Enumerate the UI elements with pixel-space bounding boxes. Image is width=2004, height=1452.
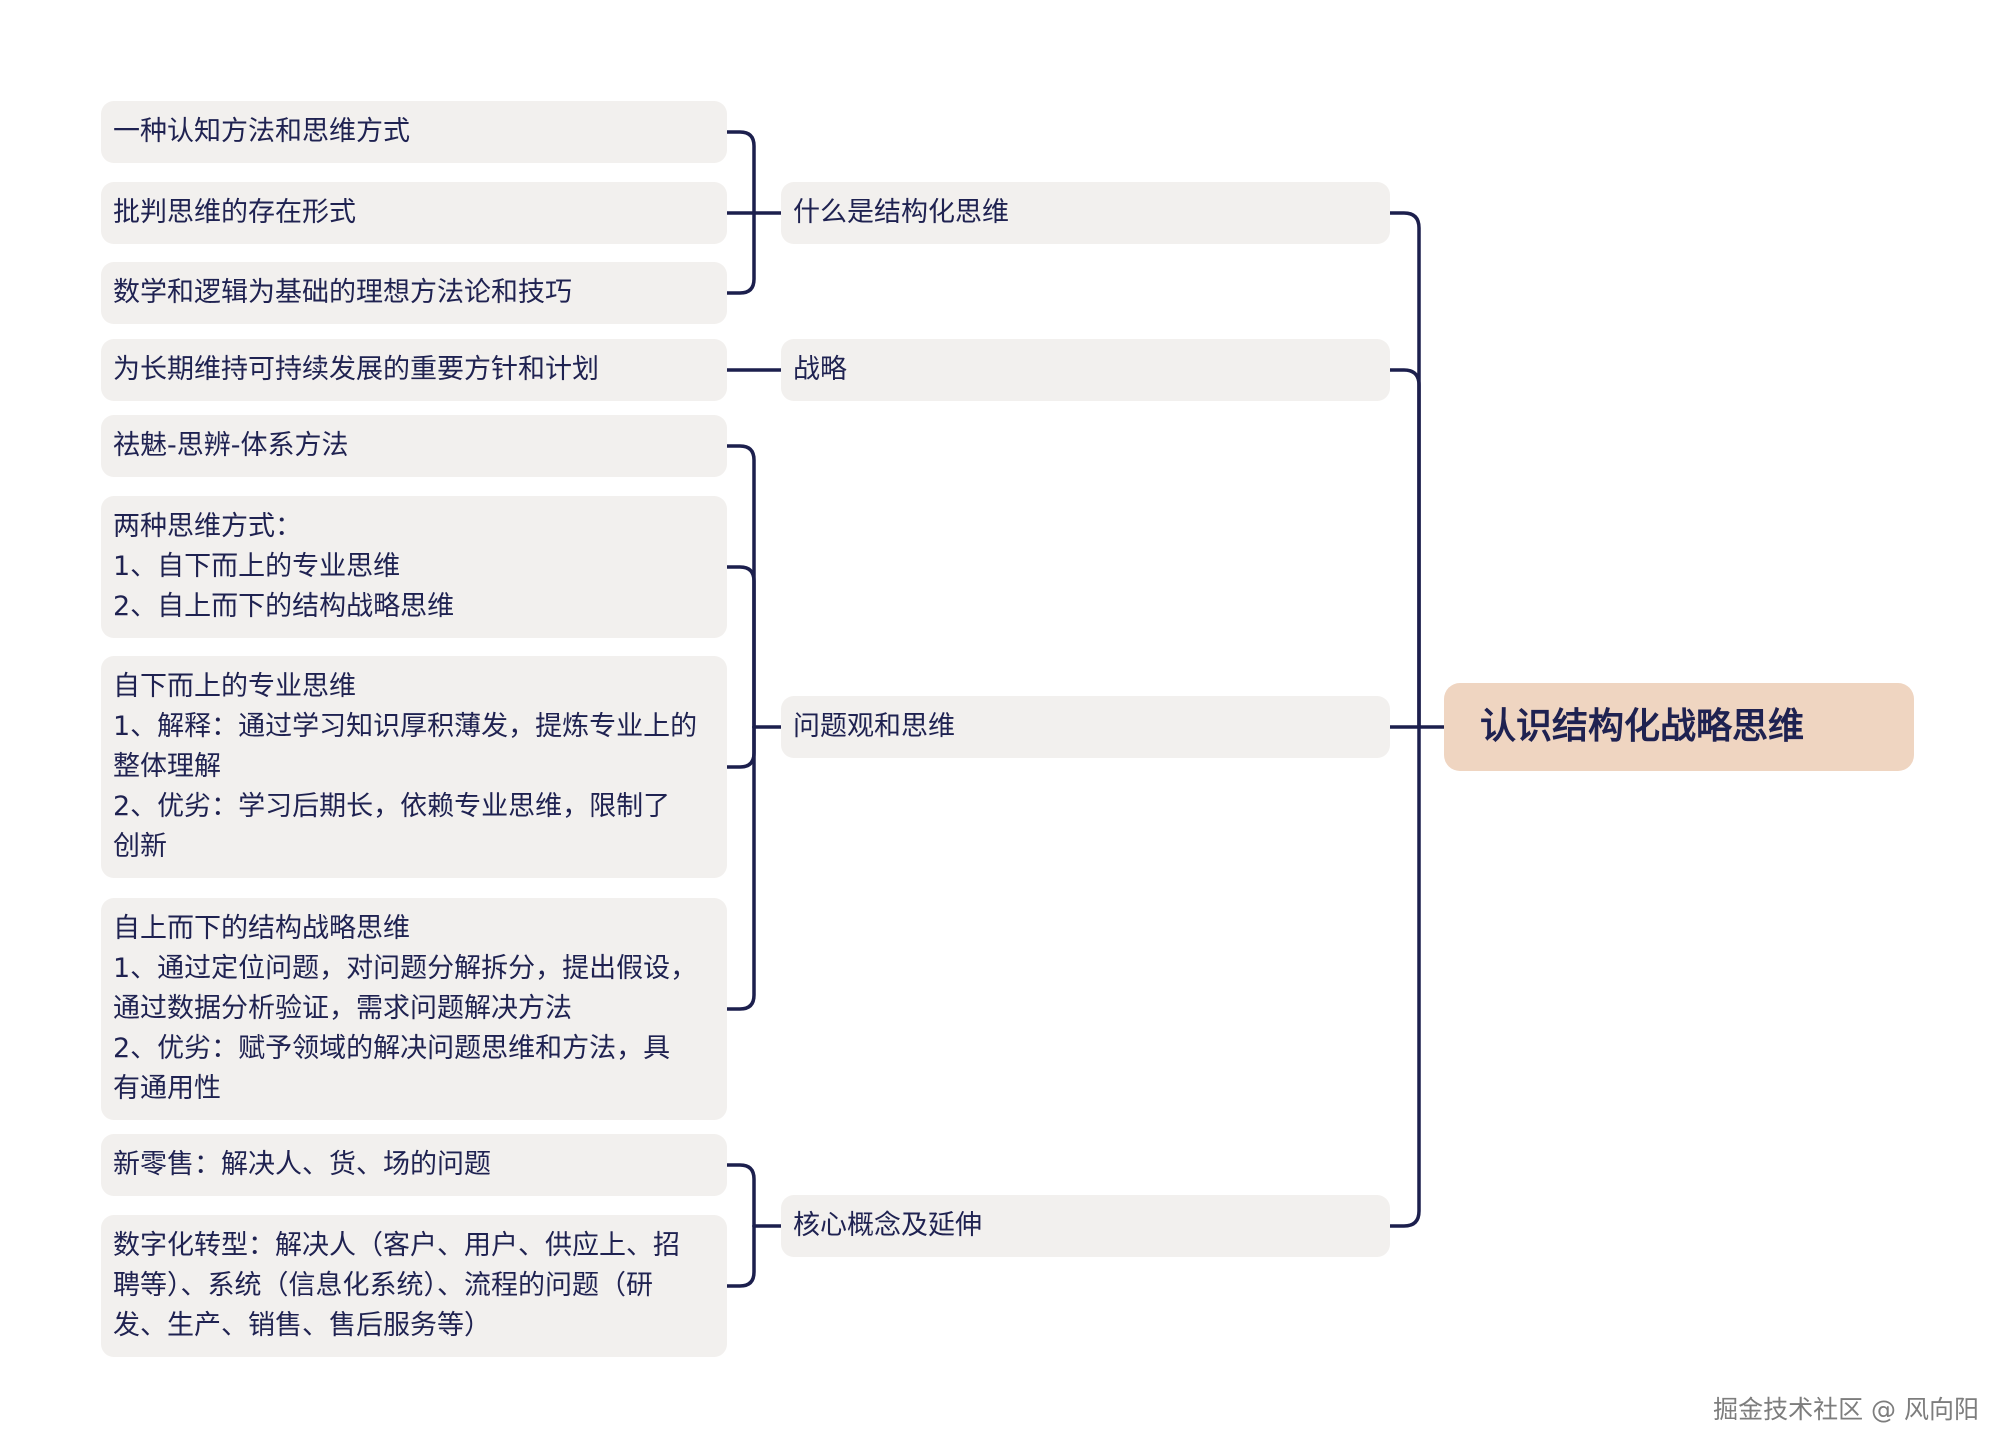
connector-root-to-branch-3 — [1388, 725, 1421, 1228]
leaf-text-line: 1、通过定位问题，对问题分解拆分，提出假设， — [113, 953, 698, 984]
leaf-node: 新零售：解决人、货、场的问题 — [101, 1134, 727, 1196]
leaf-text-line: 数字化转型：解决人（客户、用户、供应上、招 — [113, 1230, 680, 1261]
connector-branch-0-leaf-2 — [725, 211, 756, 295]
leaf-text-line: 通过数据分析验证，需求问题解决方法 — [113, 993, 572, 1024]
branch-label: 什么是结构化思维 — [793, 197, 1009, 228]
leaf-text-line: 创新 — [113, 831, 167, 862]
connector-branch-0-leaf-0 — [725, 130, 756, 215]
leaf-text-line: 发、生产、销售、售后服务等） — [113, 1310, 491, 1341]
leaf-text-line: 有通用性 — [113, 1073, 221, 1104]
leaf-text-line: 整体理解 — [113, 751, 221, 782]
connector-branch-2-leaf-2 — [725, 725, 756, 769]
leaf-text-line: 两种思维方式： — [113, 511, 302, 542]
branch-node-strategy: 战略 — [781, 339, 1390, 401]
leaf-text-line: 2、自上而下的结构战略思维 — [113, 591, 455, 622]
leaf-node: 数字化转型：解决人（客户、用户、供应上、招 聘等）、系统（信息化系统）、流程的问… — [101, 1215, 727, 1357]
branch-node-core-concepts: 核心概念及延伸 — [781, 1195, 1390, 1257]
leaf-node: 数学和逻辑为基础的理想方法论和技巧 — [101, 262, 727, 324]
root-node: 认识结构化战略思维 — [1444, 683, 1914, 771]
connector-branch-2-leaf-1 — [725, 565, 756, 729]
leaf-text-line: 自下而上的专业思维 — [113, 671, 356, 702]
leaf-node: 自上而下的结构战略思维 1、通过定位问题，对问题分解拆分，提出假设， 通过数据分… — [101, 898, 727, 1120]
root-title: 认识结构化战略思维 — [1480, 706, 1805, 747]
leaf-text-line: 新零售：解决人、货、场的问题 — [113, 1149, 491, 1180]
branch-label: 问题观和思维 — [793, 711, 955, 742]
leaf-text-line: 批判思维的存在形式 — [113, 197, 356, 228]
leaf-text-line: 聘等）、系统（信息化系统）、流程的问题（研 — [113, 1270, 653, 1301]
connector-branch-2-leaf-0 — [725, 444, 756, 729]
leaf-text-line: 1、解释：通过学习知识厚积薄发，提炼专业上的 — [113, 711, 698, 742]
leaf-text-line: 祛魅-思辨-体系方法 — [113, 430, 349, 461]
leaf-text-line: 2、优劣：学习后期长，依赖专业思维，限制了 — [113, 791, 671, 822]
branch-label: 战略 — [793, 354, 847, 385]
branch-node-problem-view-and-thinking: 问题观和思维 — [781, 696, 1390, 758]
leaf-text-line: 数学和逻辑为基础的理想方法论和技巧 — [113, 277, 572, 308]
leaf-text-line: 2、优劣：赋予领域的解决问题思维和方法，具 — [113, 1033, 671, 1064]
connector-branch-3-leaf-0 — [725, 1163, 756, 1228]
watermark: 掘金技术社区 @ 风向阳 — [1713, 1395, 1979, 1424]
branch-node-what-is-structured-thinking: 什么是结构化思维 — [781, 182, 1390, 244]
connector-branch-2-leaf-3 — [725, 725, 756, 1011]
connector-root-to-branch-1 — [1388, 368, 1421, 729]
leaf-node: 祛魅-思辨-体系方法 — [101, 415, 727, 477]
leaf-node: 两种思维方式： 1、自下而上的专业思维 2、自上而下的结构战略思维 — [101, 496, 727, 638]
leaf-node: 一种认知方法和思维方式 — [101, 101, 727, 163]
leaf-text-line: 为长期维持可持续发展的重要方针和计划 — [113, 354, 599, 385]
connector-root-to-branch-0 — [1388, 211, 1421, 729]
leaf-text-line: 自上而下的结构战略思维 — [113, 913, 410, 944]
leaf-node: 为长期维持可持续发展的重要方针和计划 — [101, 339, 727, 401]
leaf-text-line: 1、自下而上的专业思维 — [113, 551, 401, 582]
branch-label: 核心概念及延伸 — [793, 1210, 982, 1241]
connector-branch-3-leaf-1 — [725, 1224, 756, 1288]
leaf-node: 批判思维的存在形式 — [101, 182, 727, 244]
leaf-node: 自下而上的专业思维 1、解释：通过学习知识厚积薄发，提炼专业上的 整体理解 2、… — [101, 656, 727, 878]
leaf-text-line: 一种认知方法和思维方式 — [113, 116, 410, 147]
